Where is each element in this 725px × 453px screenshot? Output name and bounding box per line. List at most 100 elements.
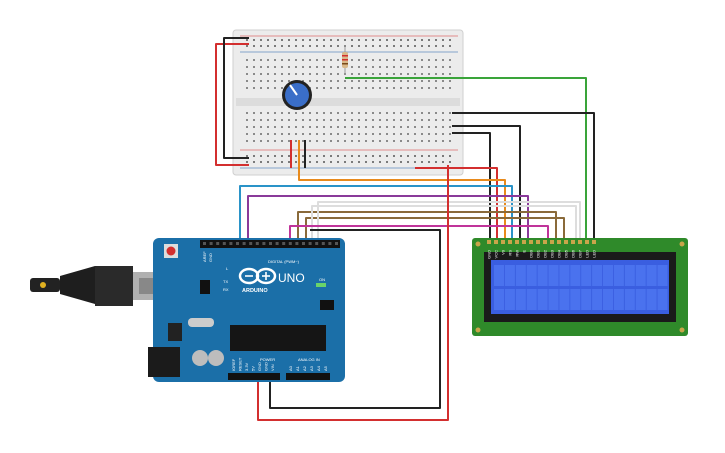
breadboard-hole[interactable]	[274, 45, 276, 47]
breadboard-hole[interactable]	[435, 133, 437, 135]
breadboard-hole[interactable]	[414, 119, 416, 121]
breadboard-hole[interactable]	[393, 161, 395, 163]
breadboard-hole[interactable]	[337, 155, 339, 157]
breadboard-hole[interactable]	[344, 112, 346, 114]
breadboard-hole[interactable]	[421, 80, 423, 82]
breadboard-hole[interactable]	[428, 59, 430, 61]
breadboard-hole[interactable]	[358, 45, 360, 47]
breadboard-hole[interactable]	[407, 59, 409, 61]
breadboard-hole[interactable]	[421, 39, 423, 41]
breadboard-hole[interactable]	[365, 133, 367, 135]
lcd-pin[interactable]	[494, 240, 498, 244]
breadboard-hole[interactable]	[281, 80, 283, 82]
breadboard-hole[interactable]	[442, 133, 444, 135]
breadboard-hole[interactable]	[358, 59, 360, 61]
breadboard-hole[interactable]	[267, 119, 269, 121]
breadboard-hole[interactable]	[309, 73, 311, 75]
header-pin[interactable]	[335, 242, 338, 245]
breadboard-hole[interactable]	[330, 161, 332, 163]
breadboard-hole[interactable]	[323, 119, 325, 121]
breadboard-hole[interactable]	[274, 112, 276, 114]
breadboard-hole[interactable]	[309, 119, 311, 121]
breadboard-hole[interactable]	[449, 133, 451, 135]
breadboard-hole[interactable]	[421, 59, 423, 61]
header-pin[interactable]	[315, 242, 319, 245]
breadboard-hole[interactable]	[358, 39, 360, 41]
breadboard-hole[interactable]	[344, 80, 346, 82]
breadboard-hole[interactable]	[267, 112, 269, 114]
header-pin[interactable]	[222, 242, 226, 245]
breadboard-hole[interactable]	[421, 119, 423, 121]
breadboard-hole[interactable]	[330, 119, 332, 121]
breadboard-hole[interactable]	[365, 39, 367, 41]
breadboard-hole[interactable]	[274, 140, 276, 142]
breadboard-hole[interactable]	[267, 161, 269, 163]
breadboard-hole[interactable]	[274, 73, 276, 75]
breadboard-hole[interactable]	[337, 59, 339, 61]
breadboard-hole[interactable]	[449, 66, 451, 68]
breadboard-hole[interactable]	[309, 45, 311, 47]
header-pin[interactable]	[242, 242, 246, 245]
breadboard-hole[interactable]	[407, 87, 409, 89]
breadboard-hole[interactable]	[358, 112, 360, 114]
breadboard-hole[interactable]	[400, 59, 402, 61]
breadboard-hole[interactable]	[351, 59, 353, 61]
breadboard-hole[interactable]	[379, 80, 381, 82]
breadboard-hole[interactable]	[400, 140, 402, 142]
header-pin[interactable]	[275, 242, 279, 245]
breadboard-hole[interactable]	[337, 87, 339, 89]
breadboard-hole[interactable]	[253, 80, 255, 82]
lcd-pin[interactable]	[522, 240, 526, 244]
breadboard-hole[interactable]	[330, 112, 332, 114]
breadboard-hole[interactable]	[442, 126, 444, 128]
breadboard-hole[interactable]	[421, 155, 423, 157]
breadboard-hole[interactable]	[274, 87, 276, 89]
usb-cable[interactable]	[30, 266, 169, 306]
breadboard-hole[interactable]	[393, 126, 395, 128]
arduino-uno-board[interactable]: UNO ARDUINO DIGITAL (PWM~) POWER ANALOG …	[148, 238, 345, 382]
breadboard-hole[interactable]	[351, 66, 353, 68]
breadboard-hole[interactable]	[386, 73, 388, 75]
breadboard-hole[interactable]	[253, 155, 255, 157]
breadboard-hole[interactable]	[253, 73, 255, 75]
header-pin[interactable]	[249, 242, 253, 245]
breadboard-hole[interactable]	[281, 140, 283, 142]
breadboard-hole[interactable]	[393, 73, 395, 75]
breadboard-hole[interactable]	[302, 73, 304, 75]
reset-button[interactable]	[166, 246, 176, 256]
breadboard-hole[interactable]	[302, 161, 304, 163]
breadboard-hole[interactable]	[400, 133, 402, 135]
breadboard-hole[interactable]	[351, 80, 353, 82]
breadboard-hole[interactable]	[288, 161, 290, 163]
breadboard-hole[interactable]	[246, 73, 248, 75]
breadboard-hole[interactable]	[323, 80, 325, 82]
breadboard-hole[interactable]	[435, 45, 437, 47]
breadboard-hole[interactable]	[281, 59, 283, 61]
breadboard-hole[interactable]	[323, 87, 325, 89]
breadboard-hole[interactable]	[372, 59, 374, 61]
breadboard-hole[interactable]	[442, 73, 444, 75]
breadboard-hole[interactable]	[435, 155, 437, 157]
breadboard-hole[interactable]	[400, 126, 402, 128]
breadboard-hole[interactable]	[288, 126, 290, 128]
breadboard-hole[interactable]	[365, 112, 367, 114]
breadboard-hole[interactable]	[421, 126, 423, 128]
breadboard-hole[interactable]	[351, 119, 353, 121]
breadboard-hole[interactable]	[260, 39, 262, 41]
breadboard-hole[interactable]	[323, 45, 325, 47]
breadboard-hole[interactable]	[281, 66, 283, 68]
breadboard-hole[interactable]	[372, 133, 374, 135]
breadboard-hole[interactable]	[309, 66, 311, 68]
breadboard-hole[interactable]	[372, 161, 374, 163]
breadboard-hole[interactable]	[288, 66, 290, 68]
breadboard-hole[interactable]	[267, 133, 269, 135]
breadboard-hole[interactable]	[442, 39, 444, 41]
lcd-pin[interactable]	[550, 240, 554, 244]
breadboard-hole[interactable]	[302, 80, 304, 82]
header-pin[interactable]	[302, 242, 305, 245]
breadboard-hole[interactable]	[351, 39, 353, 41]
breadboard-hole[interactable]	[414, 126, 416, 128]
breadboard-hole[interactable]	[386, 80, 388, 82]
breadboard-hole[interactable]	[267, 126, 269, 128]
breadboard-hole[interactable]	[330, 59, 332, 61]
